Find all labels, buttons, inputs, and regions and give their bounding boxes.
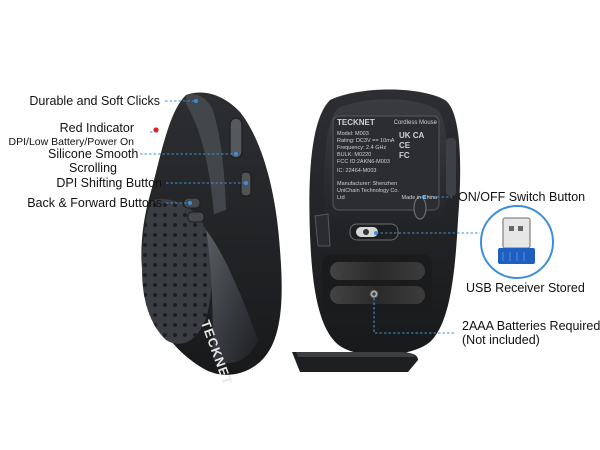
underside-brand: TECKNET: [337, 118, 375, 127]
label-clicks: Durable and Soft Clicks: [29, 94, 160, 108]
label-batteries-line2: (Not included): [462, 333, 540, 347]
underside-product: Cordless Mouse: [393, 120, 437, 126]
underside-rating: Rating: DC3V == 10mA: [337, 138, 395, 144]
underside-bulk: BULK: M0220: [337, 152, 372, 158]
mouse-side-view: [141, 92, 282, 375]
usb-receiver-illustration: [480, 205, 554, 279]
label-red-indicator-sub: DPI/Low Battery/Power On: [8, 136, 134, 148]
underside-sticker-text: TECKNET Cordless Mouse Model: M003 Ratin…: [337, 118, 437, 202]
scroll-wheel: [229, 117, 243, 159]
label-red-indicator: Red Indicator: [59, 121, 134, 135]
label-dpi: DPI Shifting Button: [56, 176, 162, 190]
left-click-button: [186, 94, 226, 214]
mark-ukca: UK CA: [399, 131, 425, 140]
underside-manufacturer: Manufacturer: Shenzhen UniChain Technolo…: [337, 181, 399, 201]
label-switch: ON/OFF Switch Button: [458, 190, 586, 204]
power-switch: [413, 196, 427, 220]
red-indicator-light: [153, 127, 159, 133]
callout-dots: [188, 99, 426, 235]
underside-ic: IC: 22464-M003: [337, 168, 377, 174]
mark-ce: CE: [399, 141, 411, 150]
info-sticker: [332, 115, 440, 211]
label-receiver: USB Receiver Stored: [466, 281, 585, 295]
mouse-underside-view: [309, 89, 461, 356]
label-batteries-line1: 2AAA Batteries Required: [462, 319, 600, 333]
forward-button: [187, 211, 205, 223]
callout-lines: [140, 100, 480, 334]
underside-fcc: FCC ID:2AKN6-M003: [337, 159, 390, 165]
label-scrolling-line1: Silicone Smooth: [48, 147, 139, 161]
underside-model: Model: M003: [337, 131, 369, 137]
underside-made-in: Made in China: [401, 195, 437, 201]
label-back-forward: Back & Forward Buttons: [27, 196, 162, 210]
label-scrolling-line2: Scrolling: [69, 161, 117, 175]
underside-frequency: Frequency: 2.4 GHz: [337, 145, 387, 151]
mark-fc: FC: [399, 151, 410, 160]
